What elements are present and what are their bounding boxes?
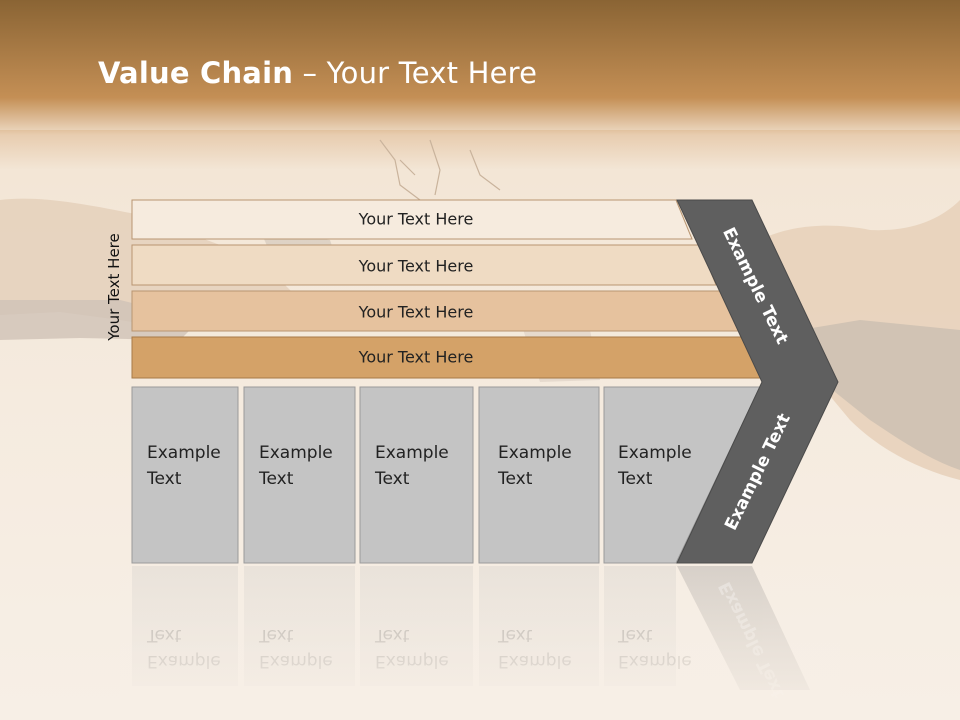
box-2-line1: Example [259,443,333,463]
bar-label-2: Your Text Here [358,256,474,276]
bar-label-3: Your Text Here [358,302,474,322]
bar-label-4: Your Text Here [358,347,474,367]
box-5-line1: Example [618,443,692,463]
box-shape-3 [359,386,474,564]
box-text-2: Example Text [259,440,333,492]
box-4-line2: Text [498,469,533,489]
box-text-4: Example Text [498,440,572,492]
box-2-line2: Text [259,469,294,489]
box-1-line1: Example [147,443,221,463]
bar-2 [131,244,717,286]
reflection-fade [120,560,840,720]
title-bold: Value Chain [98,56,294,90]
box-text-5: Example Text [618,440,692,492]
box-4-line1: Example [498,443,572,463]
box-3-line1: Example [375,443,449,463]
box-shape-1 [131,386,239,564]
box-1-line2: Text [147,469,182,489]
bar-label-1: Your Text Here [358,209,474,229]
box-text-3: Example Text [375,440,449,492]
bar-1 [131,199,693,240]
title-rest: – Your Text Here [293,56,538,90]
box-shape-2 [243,386,356,564]
box-shape-4 [478,386,600,564]
slide-title: Value Chain – Your Text Here [98,56,537,90]
box-3-line2: Text [375,469,410,489]
box-5-line2: Text [618,469,653,489]
box-text-1: Example Text [147,440,221,492]
